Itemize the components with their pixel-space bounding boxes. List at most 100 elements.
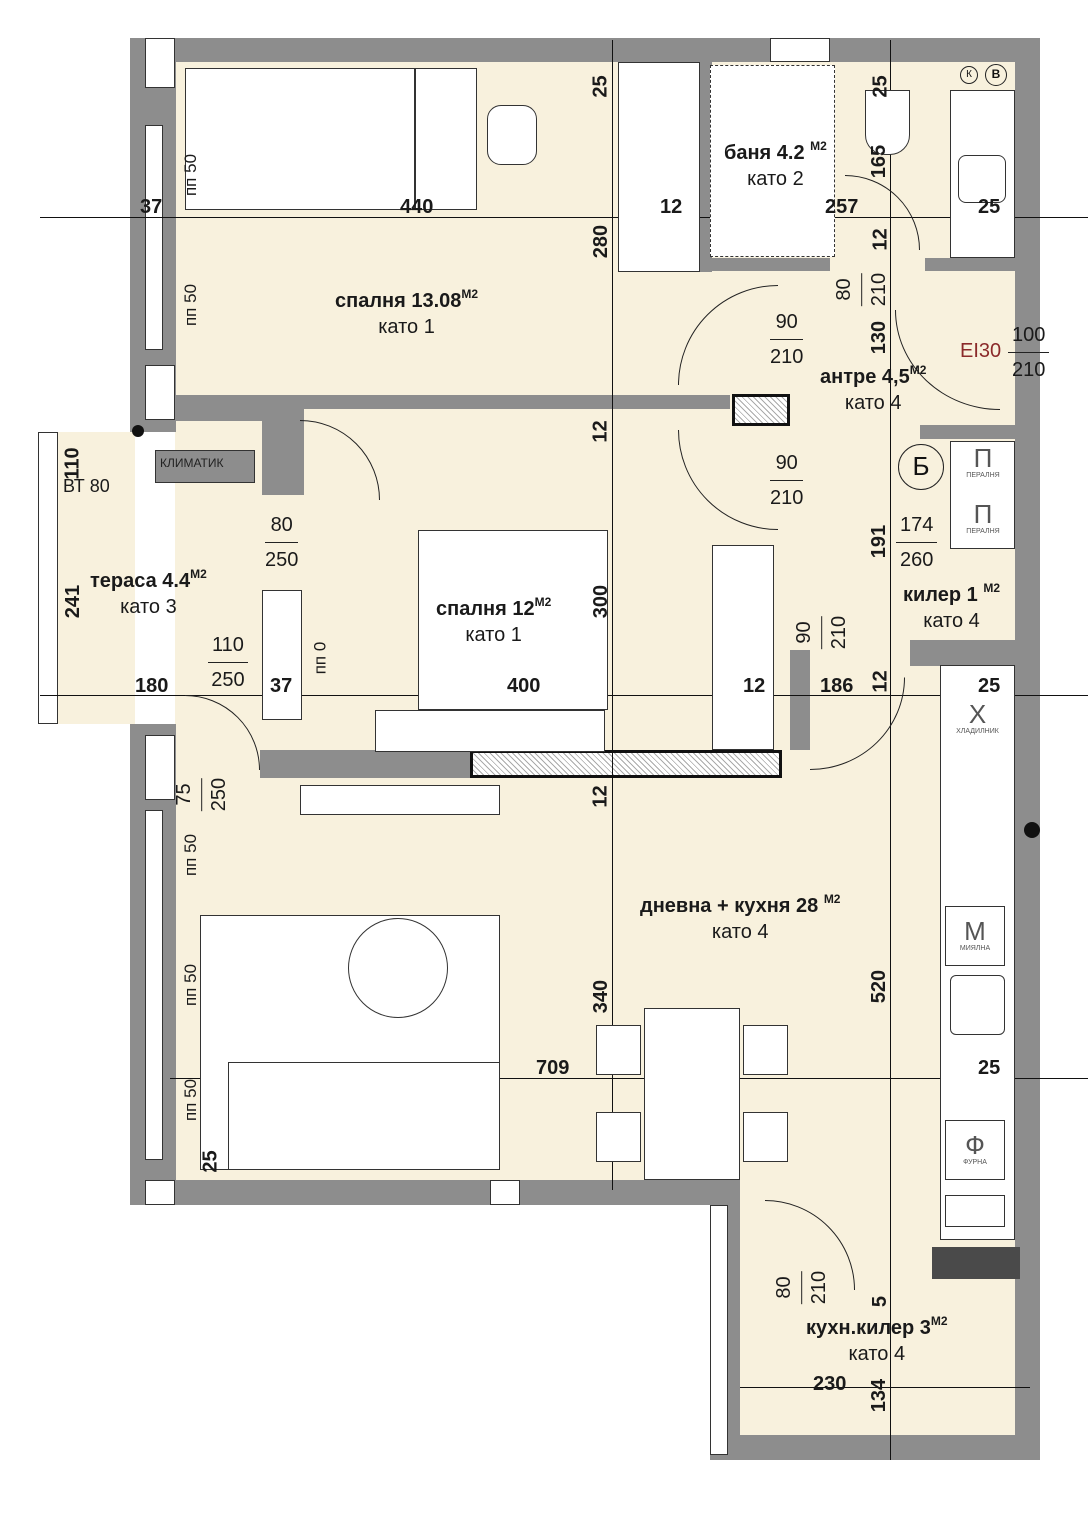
door-width: 110 [208, 628, 248, 663]
entry-point-marker [1024, 822, 1040, 838]
chair [743, 1025, 788, 1075]
washer-label: ПЕРАЛНЯ [966, 472, 1000, 479]
room-name: кухн.килер 3 [806, 1317, 931, 1339]
shelf [262, 590, 302, 720]
dimension: 520 [868, 969, 891, 1004]
chair [596, 1112, 641, 1162]
bed [418, 530, 608, 710]
finish-class: като 4 [711, 921, 769, 943]
door-width: 80 [265, 508, 299, 543]
dimension: 709 [536, 1057, 570, 1079]
window-glazing [145, 810, 163, 1160]
sink [958, 155, 1006, 203]
dimension: 186 [820, 675, 854, 697]
finish-class: като 2 [747, 168, 804, 190]
dimension: 440 [400, 196, 434, 218]
wardrobe [712, 545, 774, 750]
dishwasher-glyph: М [964, 916, 986, 946]
sill-height: пп 50 [181, 963, 201, 1007]
finish-class: като 3 [120, 596, 177, 618]
door-height: 250 [265, 549, 299, 571]
dimension: 12 [743, 675, 766, 697]
sill-height: пп 50 [181, 283, 201, 327]
desk [415, 68, 477, 210]
fridge-label: ХЛАДИЛНИК [956, 728, 999, 735]
dimension: 134 [868, 1378, 891, 1413]
finish-class: като 4 [848, 1343, 906, 1365]
dimension: 130 [868, 320, 891, 355]
sofa-seat [228, 1062, 500, 1170]
dimension: 37 [270, 675, 293, 697]
wall-wardrobe [790, 650, 810, 750]
kitchen-counter [940, 665, 1015, 1240]
finish-class: като 1 [465, 624, 522, 646]
shower [710, 65, 835, 257]
sill-height: пп 0 [310, 641, 330, 675]
toilet [865, 90, 910, 155]
room-name: спалня 12 [436, 598, 535, 620]
door-height: 210 [770, 346, 804, 368]
door-height: 260 [900, 549, 934, 571]
window [770, 38, 830, 62]
dimension: 257 [825, 196, 859, 218]
room-name: баня 4.2 [724, 142, 805, 164]
window [145, 1180, 175, 1205]
dimension-line [170, 1078, 1088, 1079]
washer-stack [950, 441, 1015, 549]
sill-height: пп 50 [181, 1078, 201, 1122]
dimension-line [40, 217, 1088, 218]
wall-bedroom2-bottom [260, 750, 472, 778]
fire-rating: EI30 [960, 340, 1002, 362]
area-unit: M2 [534, 595, 552, 609]
dimension: 25 [589, 75, 612, 98]
wall-bath-bottom [700, 258, 830, 271]
door-width: 100 [1008, 318, 1050, 353]
wall-wc-bottom [925, 258, 1015, 271]
ac-unit [155, 450, 255, 483]
dimension: 12 [660, 196, 683, 218]
chair [743, 1112, 788, 1162]
cooktop [945, 1195, 1005, 1227]
dimension: 12 [589, 785, 612, 808]
v-symbol: В [985, 64, 1007, 86]
wall-bottom [130, 1180, 740, 1205]
dimension: 241 [62, 584, 85, 619]
room-name: дневна + кухня 28 [640, 895, 819, 917]
door-width: 90 [770, 305, 804, 340]
sill-height: пп 50 [181, 153, 201, 197]
oven-label: ФУРНА [963, 1159, 987, 1166]
door-height: 250 [211, 669, 245, 691]
room-name: килер 1 [903, 584, 978, 606]
sill-height: пп 50 [181, 833, 201, 877]
dimension: 180 [135, 675, 169, 697]
dimension: 191 [868, 524, 891, 559]
room-name: спалня 13.08 [335, 290, 462, 312]
door-height: 210 [1012, 359, 1046, 381]
dimension: 12 [869, 228, 892, 251]
wall-closet-top [920, 425, 1015, 439]
dimension-line [740, 1387, 1030, 1388]
boiler-symbol: Б [898, 444, 944, 490]
door-width: 174 [896, 508, 938, 543]
door-width: 80 [767, 1270, 803, 1305]
finish-class: като 1 [378, 316, 435, 338]
room-name: антре 4,5 [820, 366, 910, 388]
area-unit: M2 [823, 892, 841, 906]
entry-point-marker [132, 425, 144, 437]
floor-terrace [55, 432, 135, 724]
room-name: тераса 4.4 [90, 570, 191, 592]
bed [185, 68, 415, 210]
washer-glyph: П [973, 499, 993, 529]
dimension: 165 [868, 144, 891, 179]
